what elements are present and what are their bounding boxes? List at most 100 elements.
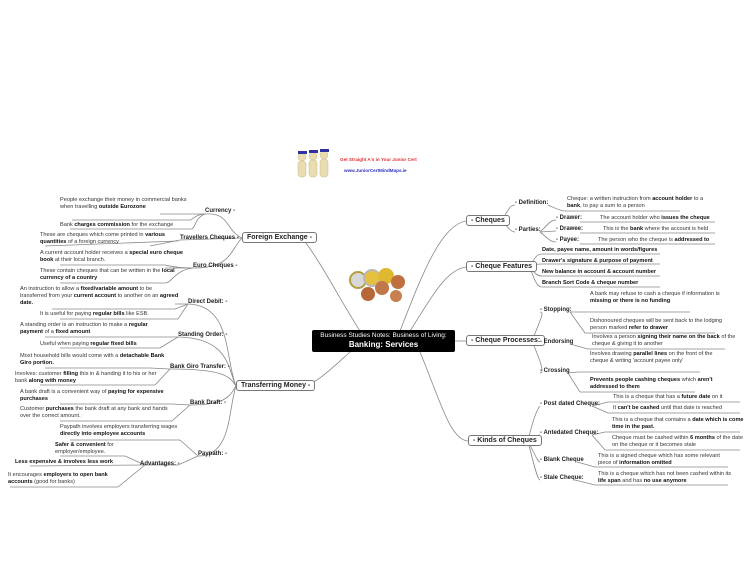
topic-foreign-exchange[interactable]: Foreign Exchange - bbox=[242, 232, 317, 243]
feature-item: Branch Sort Code & cheque number bbox=[542, 280, 702, 287]
topic-transferring-money[interactable]: Transferring Money - bbox=[236, 380, 316, 391]
note-bold-text: agreed date. bbox=[20, 293, 179, 306]
note-text: Paypath involves employers transferring … bbox=[60, 424, 178, 430]
coins-image bbox=[349, 268, 405, 302]
note-bold-text: date which is come time in the past. bbox=[612, 417, 744, 430]
note-bold-text: aren't addressed to them bbox=[590, 377, 713, 390]
note-bold-text: issues the cheque bbox=[661, 215, 710, 221]
note-bold-text: special euro cheque book bbox=[40, 250, 184, 263]
note-text: It encourages bbox=[8, 472, 44, 478]
subtopic-crossing[interactable]: - Crossing bbox=[540, 368, 570, 374]
note: Useful when paying regular fixed bills bbox=[40, 341, 170, 348]
central-topic[interactable]: Business Studies Notes: Business of Livi… bbox=[312, 330, 455, 352]
note-text: and has bbox=[620, 478, 644, 484]
party-drawee[interactable]: - Drawee: bbox=[556, 226, 584, 232]
note-text: A bank may refuse to cash a cheque if in… bbox=[590, 291, 720, 297]
subtopic-stopping[interactable]: - Stopping: bbox=[540, 307, 572, 313]
topic-cheques[interactable]: - Cheques bbox=[466, 215, 510, 226]
note-text: of the date on the cheque or it becomes … bbox=[612, 435, 743, 448]
note-text: Involves drawing bbox=[590, 351, 634, 357]
subtopic-definition[interactable]: - Definition: bbox=[515, 200, 549, 206]
note: It can't be cashed until that date is re… bbox=[613, 405, 745, 412]
feature-item: New balance in account & account number bbox=[542, 269, 702, 276]
note-bold-text: purchases bbox=[45, 406, 74, 412]
note-text: of the cheque & giving it to another bbox=[592, 334, 736, 347]
note-text: Most household bills would come with a bbox=[20, 353, 120, 359]
subtopic-standing-order[interactable]: Standing Order: - bbox=[178, 332, 228, 338]
subtopic-currency[interactable]: Currency - bbox=[205, 208, 236, 214]
topic-kinds-of-cheques[interactable]: - Kinds of Cheques bbox=[468, 435, 542, 446]
note-bold-text: account holder bbox=[652, 196, 693, 202]
note-bold-text: directly into employee accounts bbox=[60, 431, 146, 437]
party-payee[interactable]: - Payee: bbox=[556, 237, 580, 243]
topic-cheque-features[interactable]: - Cheque Features bbox=[466, 261, 538, 272]
note: People exchange their money in commercia… bbox=[60, 197, 195, 211]
note-text: (good for banks) bbox=[32, 479, 75, 485]
subtopic-antedated-cheque[interactable]: - Antedated Cheque: bbox=[540, 430, 599, 436]
note-bold-text: can't be cashed bbox=[617, 405, 660, 411]
note-bold-text: along with money bbox=[28, 378, 76, 384]
note: The account holder who issues the cheque bbox=[600, 215, 740, 222]
note-bold-text: information omitted bbox=[619, 460, 672, 466]
note-bold-text: regular bills bbox=[92, 311, 125, 317]
note: Prevents people cashing cheques which ar… bbox=[590, 377, 720, 391]
note-bold-text: Drawer's signature & purpose of payment bbox=[542, 258, 653, 264]
note-bold-text: fixed/variable amount bbox=[80, 286, 139, 292]
note-text: like ESB. bbox=[124, 311, 149, 317]
party-drawer[interactable]: - Drawer: bbox=[556, 215, 583, 221]
note-text: This is the bbox=[603, 226, 631, 232]
note: Less expensive & involves less work bbox=[15, 459, 135, 466]
note-bold-text: Prevents people cashing cheques bbox=[590, 377, 681, 383]
note-text: A standing order is an instruction to ma… bbox=[20, 322, 129, 328]
subtopic-bank-draft[interactable]: Bank Draft: - bbox=[190, 400, 227, 406]
logo-url[interactable]: www.JuniorCertMindMaps.ie bbox=[344, 168, 407, 173]
note-bold-text: current account bbox=[73, 293, 117, 299]
note-text: which bbox=[680, 377, 698, 383]
note: Customer purchases the bank draft at any… bbox=[20, 406, 180, 420]
note: These are cheques which come printed in … bbox=[40, 232, 175, 246]
note-text: This is a cheque which has not been cash… bbox=[598, 471, 732, 477]
note-text: An instruction to allow a bbox=[20, 286, 81, 292]
note-bold-text: employers to open bank accounts bbox=[8, 472, 108, 485]
feature-item: Date, payee name, amount in words/figure… bbox=[542, 247, 702, 254]
note: Most household bills would come with a d… bbox=[20, 353, 165, 367]
note-bold-text: regular fixed bills bbox=[90, 341, 137, 347]
note: Involves drawing parallel lines on the f… bbox=[590, 351, 720, 365]
note-text: to be transferred from your bbox=[20, 286, 153, 299]
note-bold-text: missing or there is no funding bbox=[590, 298, 671, 304]
note-text: of a foreign currency bbox=[66, 239, 119, 245]
subtopic-direct-debit[interactable]: Direct Debit: - bbox=[188, 299, 228, 305]
note-text: for employer/employee. bbox=[55, 442, 114, 455]
subtopic-endorsing[interactable]: - Endorsing bbox=[540, 339, 574, 345]
subtopic-paypath[interactable]: Paypath: - bbox=[198, 451, 228, 457]
note-text: of a bbox=[43, 329, 56, 335]
note-bold-text: outside Eurozone bbox=[98, 204, 146, 210]
note-text: These are cheques which come printed in bbox=[40, 232, 146, 238]
note-text: the bank draft at any bank and hands ove… bbox=[20, 406, 168, 419]
note: It is useful for paying regular bills li… bbox=[40, 311, 180, 318]
subtopic-post-dated-cheque[interactable]: - Post dated Cheque: bbox=[540, 401, 601, 407]
note-bold-text: life span bbox=[598, 478, 621, 484]
note-text: The person who the cheque is bbox=[598, 237, 675, 243]
subtopic-stale-cheque[interactable]: - Stale Cheque: bbox=[540, 475, 584, 481]
note-bold-text: Date, payee name, amount in words/figure… bbox=[542, 247, 658, 253]
note-bold-text: bank bbox=[567, 203, 581, 209]
note-bold-text: refer to drawer bbox=[628, 325, 669, 331]
note-text: This is a cheque that contains a bbox=[612, 417, 693, 423]
subtopic-travellers-cheques[interactable]: Travellers Cheques - bbox=[180, 235, 239, 241]
note-bold-text: various quantities bbox=[40, 232, 166, 245]
note: This is a cheque that has a future date … bbox=[613, 394, 745, 401]
note: The person who the cheque is addressed t… bbox=[598, 237, 740, 244]
note: Safer & convenient for employer/employee… bbox=[55, 442, 135, 456]
note-text: until that date is reached bbox=[659, 405, 722, 411]
subtopic-euro-cheques[interactable]: Euro Cheques - bbox=[193, 263, 238, 269]
subtopic-advantages[interactable]: Advantages: - bbox=[140, 461, 180, 467]
subtopic-parties[interactable]: - Parties: bbox=[515, 227, 541, 233]
note-bold-text: fixed amount bbox=[55, 329, 91, 335]
topic-cheque-processes[interactable]: - Cheque Processes: bbox=[466, 335, 546, 346]
note-bold-text: Safer & convenient bbox=[55, 442, 106, 448]
subtopic-bank-giro-transfer[interactable]: Bank Giro Transfer: - bbox=[170, 364, 230, 370]
note: A bank may refuse to cash a cheque if in… bbox=[590, 291, 720, 305]
subtopic-blank-cheque[interactable]: - Blank Cheque bbox=[540, 457, 584, 463]
note-text: Useful when paying bbox=[40, 341, 91, 347]
